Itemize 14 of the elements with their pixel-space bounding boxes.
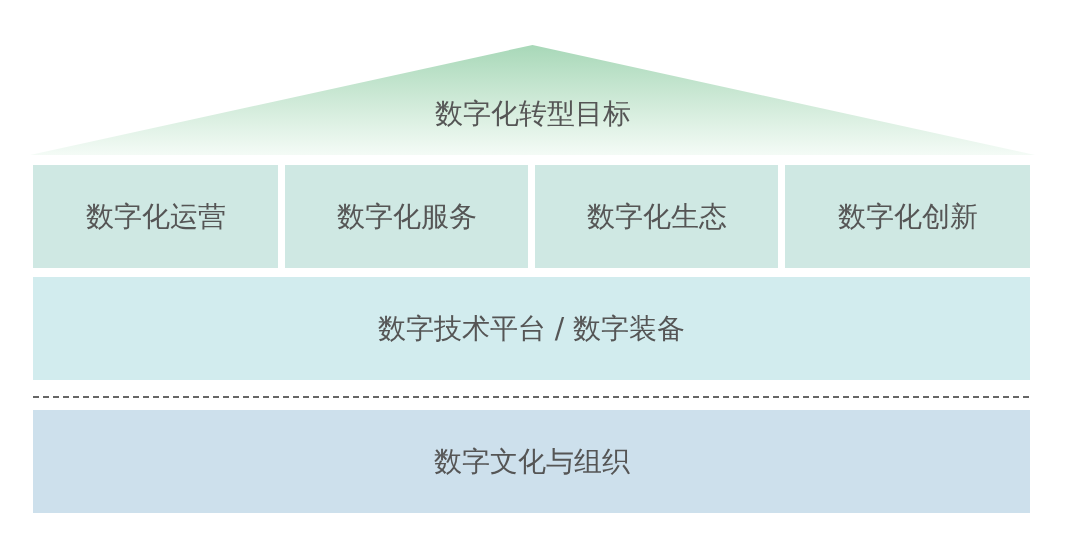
layer-box xyxy=(33,277,1030,380)
layer-label: 数字文化与组织 xyxy=(433,443,630,480)
layer-box xyxy=(33,410,1030,513)
layer-label: 数字化转型目标 xyxy=(434,96,631,132)
layer-box xyxy=(535,165,778,268)
layer-box xyxy=(785,165,1030,268)
layer-label: 数字化生态 xyxy=(586,198,727,235)
roof-triangle xyxy=(30,45,1035,155)
layer-box xyxy=(33,165,278,268)
layer-label: 数字化服务 xyxy=(336,198,477,235)
layer-label: 数字化创新 xyxy=(837,198,978,235)
layer-box xyxy=(285,165,528,268)
layer-label: 数字技术平台 / 数字装备 xyxy=(377,310,686,347)
layer-label: 数字化运营 xyxy=(85,198,226,235)
